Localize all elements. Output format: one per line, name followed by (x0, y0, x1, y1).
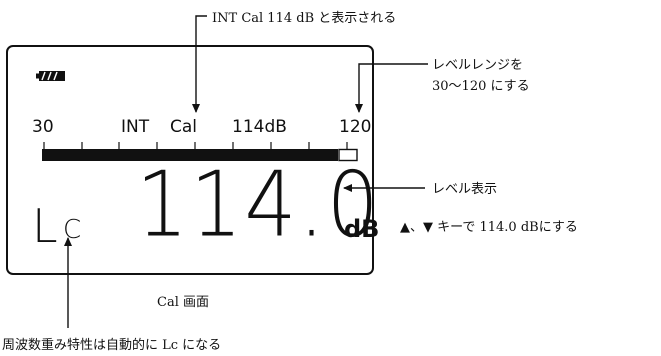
up-down-key-instruction: ▲、▼ キーで 114.0 dBにする (400, 220, 578, 235)
bar-fill (42, 149, 338, 161)
int-cal-arrow (192, 15, 207, 113)
range-low-label: 30 (32, 117, 54, 137)
level-value-display: 114.0 (136, 153, 381, 258)
int-mode-label: INT (121, 117, 150, 137)
range-arrow (355, 63, 428, 113)
range-callout-label-line2: 30〜120 にする (432, 79, 530, 94)
level-display-callout-label: レベル表示 (432, 182, 498, 197)
level-bar-graph (42, 142, 358, 162)
range-high-label: 120 (339, 117, 372, 137)
int-cal-callout-label: INT Cal 114 dB と表示される (212, 11, 397, 26)
lcd-screen: 30 INT Cal 114dB 120 L C 114.0 (6, 45, 379, 275)
cal-mode-label: Cal (170, 117, 198, 137)
weighting-callout-label: 周波数重み特性は自動的に Lc になる (2, 338, 222, 353)
screen-caption: Cal 画面 (157, 295, 209, 310)
range-callout-label-line1: レベルレンジを (432, 58, 524, 73)
cal-level-label: 114dB (232, 117, 287, 137)
bar-ticks (43, 142, 348, 149)
level-unit-label: dB (344, 215, 380, 243)
bar-empty-segment (338, 148, 358, 162)
weighting-indicator-l: L (32, 199, 58, 253)
battery-full-icon (36, 71, 65, 81)
